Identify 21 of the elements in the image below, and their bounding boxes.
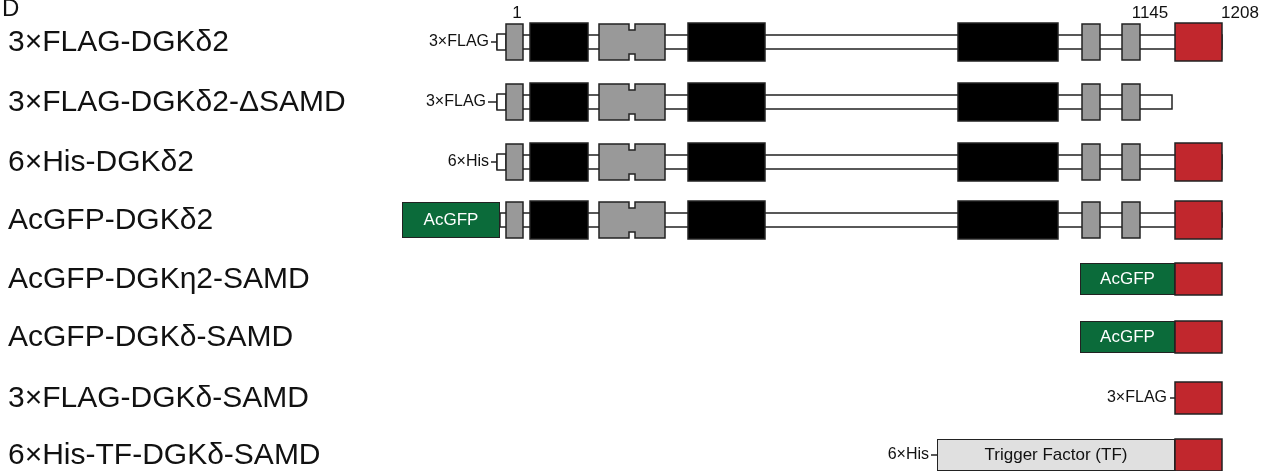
tag-label: 3×FLAG: [1106, 389, 1167, 406]
tag-label: 6×His: [887, 446, 929, 463]
fluorescent-protein-box: AcGFP: [1080, 321, 1175, 353]
construct-name: 3×FLAG-DGKδ2: [8, 25, 229, 56]
tag-label: 6×His: [447, 153, 489, 170]
panel-letter: D: [2, 0, 20, 20]
tag-label: 3×FLAG: [425, 93, 486, 110]
construct-name: AcGFP-DGKη2-SAMD: [8, 262, 310, 293]
construct-name: AcGFP-DGKδ2: [8, 203, 214, 234]
construct-name: 6×His-DGKδ2: [8, 145, 194, 176]
tag-label: 3×FLAG: [428, 33, 489, 50]
construct-name: 3×FLAG-DGKδ2-ΔSAMD: [8, 85, 346, 116]
residue-number: 1: [512, 4, 522, 21]
construct-name: 6×His-TF-DGKδ-SAMD: [8, 438, 321, 469]
residue-number: 1208: [1221, 4, 1259, 21]
fusion-tag-box: Trigger Factor (TF): [937, 439, 1175, 471]
construct-name: AcGFP-DGKδ-SAMD: [8, 320, 294, 351]
residue-number: 1145: [1131, 4, 1169, 21]
fluorescent-protein-box: AcGFP: [1080, 263, 1175, 295]
construct-name: 3×FLAG-DGKδ-SAMD: [8, 381, 309, 412]
fluorescent-protein-box: AcGFP: [402, 202, 500, 238]
